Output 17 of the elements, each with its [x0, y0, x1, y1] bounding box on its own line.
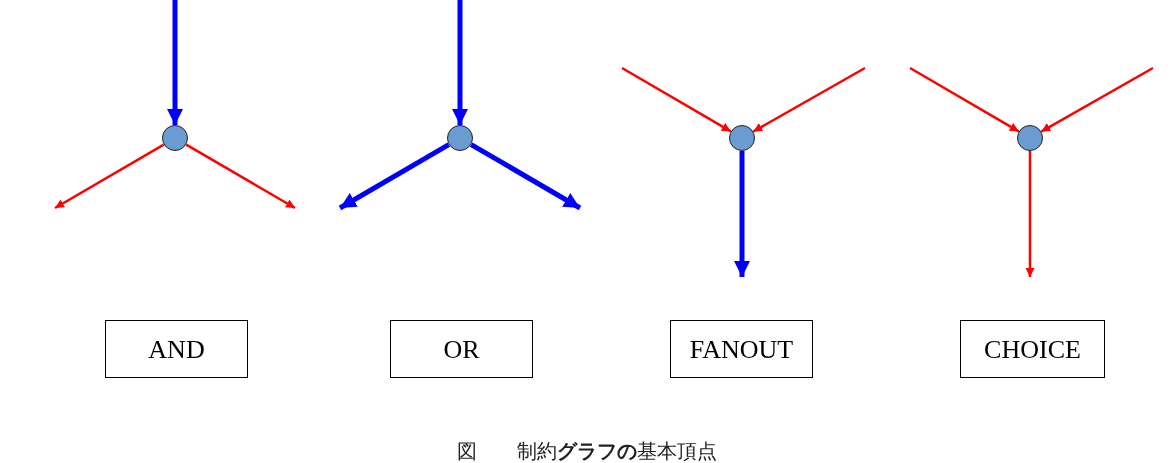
arrow — [338, 142, 451, 211]
arrow — [909, 66, 1020, 133]
label-box: CHOICE — [960, 320, 1105, 378]
arrow — [752, 66, 866, 133]
caption: 図 制約グラフの基本頂点 — [456, 439, 717, 463]
label-box: OR — [390, 320, 533, 378]
arrow — [54, 143, 165, 210]
arrow — [469, 142, 582, 211]
arrow — [1025, 151, 1035, 277]
arrow — [621, 66, 732, 133]
arrow — [1040, 66, 1154, 133]
arrow — [452, 0, 468, 125]
arrow — [167, 0, 183, 125]
label-box: FANOUT — [670, 320, 813, 378]
arrow — [734, 151, 750, 277]
label-box: AND — [105, 320, 248, 378]
arrow — [185, 143, 296, 210]
